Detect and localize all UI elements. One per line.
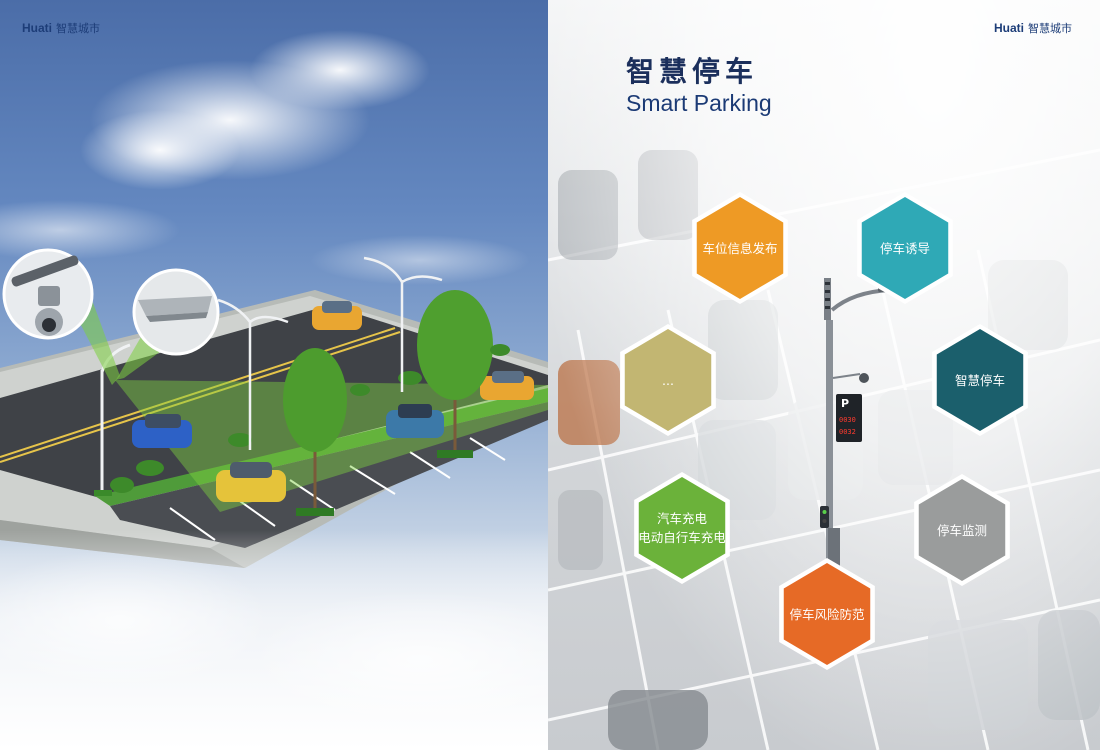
feature-label: ... — [662, 372, 674, 388]
parking-sign-value1: 0030 — [839, 416, 856, 424]
light-base — [94, 490, 112, 496]
tree — [283, 348, 347, 516]
sensor-callout — [132, 268, 220, 356]
feature-label: 停车监测 — [936, 522, 987, 538]
cloud — [0, 30, 530, 285]
car — [480, 371, 534, 400]
feature-label: 智慧停车 — [954, 372, 1005, 388]
right-page: Huati 智慧城市 智慧停车 Smart Parking P 0030 0032… — [548, 0, 1100, 750]
tree — [417, 290, 493, 458]
parking-sign-value2: 0032 — [839, 428, 856, 436]
street-light — [363, 256, 443, 392]
feature-hex-parking-info[interactable]: 车位信息发布 — [692, 192, 788, 304]
smart-pole: P 0030 0032 — [820, 278, 896, 600]
feature-hex-smart-parking[interactable]: 智慧停车 — [932, 324, 1028, 436]
shrubs — [110, 344, 510, 493]
street-light — [217, 298, 289, 450]
parking-sign — [836, 394, 862, 442]
feature-label-line2: 电动自行车充电 — [638, 530, 726, 545]
brand-logo: Huati 智慧城市 — [994, 20, 1072, 36]
feature-label: 停车诱导 — [879, 240, 930, 256]
feature-hex-parking-monitoring[interactable]: 停车监测 — [914, 474, 1010, 586]
street-illustration — [0, 30, 548, 750]
car — [216, 462, 286, 502]
camera-callout — [2, 248, 94, 340]
feature-label: 汽车充电电动自行车充电 — [638, 509, 726, 547]
feature-hex-risk-prevention[interactable]: 停车风险防范 — [779, 558, 875, 670]
brand-logo-text: Huati — [994, 21, 1024, 35]
car — [132, 414, 192, 448]
feature-label-line1: 汽车充电 — [656, 511, 707, 526]
car — [386, 404, 444, 438]
page-title-en: Smart Parking — [626, 90, 772, 116]
brand-name: 智慧城市 — [56, 23, 100, 35]
feature-hex-more[interactable]: ... — [620, 324, 716, 436]
parking-sign-letter: P — [841, 397, 849, 410]
car — [312, 301, 362, 330]
page-title-cn: 智慧停车 — [626, 55, 759, 88]
feature-label: 停车风险防范 — [789, 606, 865, 622]
brand-logo-text: Huati — [22, 21, 52, 35]
feature-hex-parking-guidance[interactable]: 停车诱导 — [857, 192, 953, 304]
feature-hex-charging[interactable]: 汽车充电电动自行车充电 — [634, 472, 730, 584]
left-page: Huati 智慧城市 — [0, 0, 548, 750]
feature-label: 车位信息发布 — [702, 240, 778, 256]
brand-name: 智慧城市 — [1028, 23, 1072, 35]
brand-logo: Huati 智慧城市 — [22, 20, 100, 36]
